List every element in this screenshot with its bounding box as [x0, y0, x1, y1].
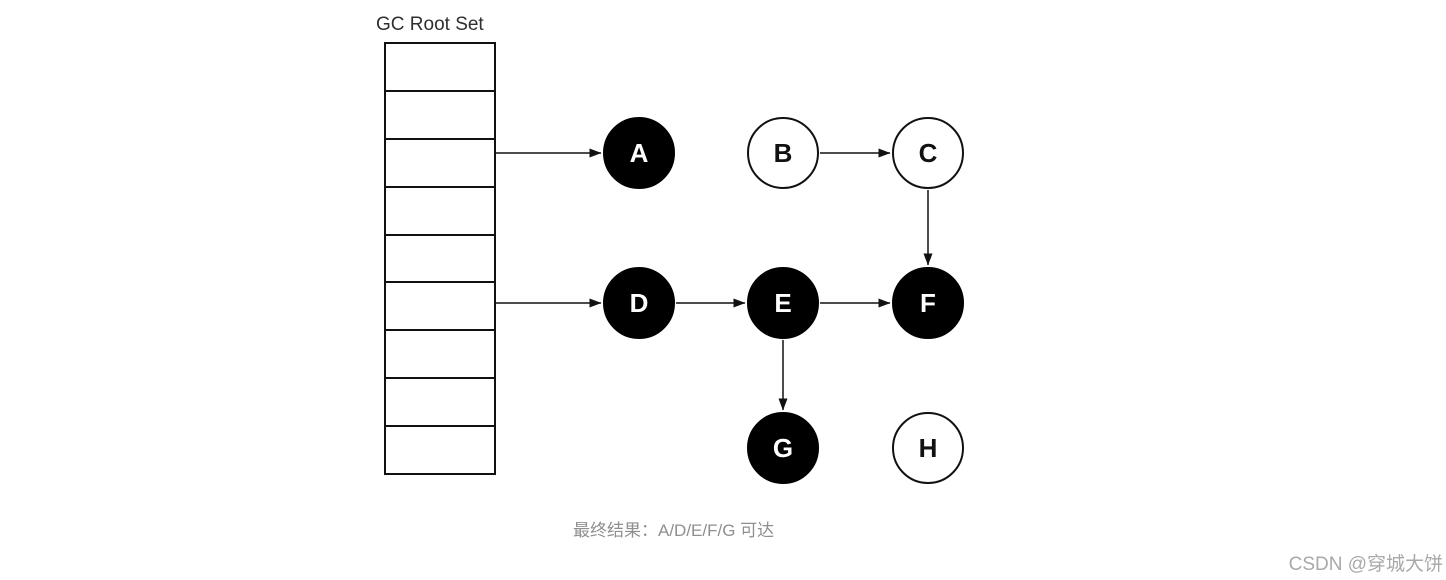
- root-set-cell: [386, 427, 494, 473]
- node-b: B: [747, 117, 819, 189]
- root-set-cell: [386, 44, 494, 92]
- root-set-cell: [386, 92, 494, 140]
- gc-root-set-table: [384, 42, 496, 475]
- gc-root-set-label: GC Root Set: [376, 14, 484, 35]
- node-g: G: [747, 412, 819, 484]
- root-set-cell: [386, 331, 494, 380]
- csdn-watermark: CSDN @穿城大饼: [1288, 554, 1443, 575]
- node-e: E: [747, 267, 819, 339]
- root-set-cell: [386, 188, 494, 236]
- root-set-cell: [386, 140, 494, 188]
- node-c: C: [892, 117, 964, 189]
- result-caption: 最终结果：A/D/E/F/G 可达: [573, 521, 775, 540]
- root-set-cell: [386, 236, 494, 284]
- node-d: D: [603, 267, 675, 339]
- root-set-cell: [386, 379, 494, 428]
- node-h: H: [892, 412, 964, 484]
- node-f: F: [892, 267, 964, 339]
- node-a: A: [603, 117, 675, 189]
- root-set-cell: [386, 283, 494, 332]
